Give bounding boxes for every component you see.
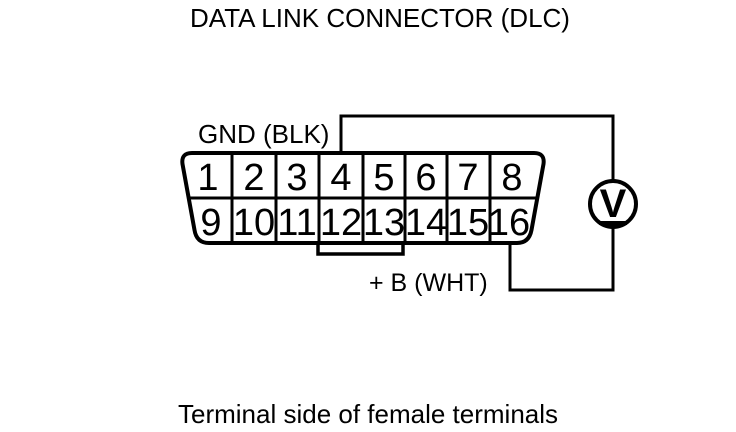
connector-grid xyxy=(188,155,538,241)
pin-7: 7 xyxy=(457,157,478,199)
pin-row-top: 1 2 3 4 5 6 7 8 xyxy=(197,157,522,199)
pin-4: 4 xyxy=(330,157,351,199)
voltmeter-icon: V xyxy=(588,179,638,229)
power-wire xyxy=(508,227,615,292)
pin-16: 16 xyxy=(488,202,530,244)
power-label: + B (WHT) xyxy=(369,269,488,297)
pin-6: 6 xyxy=(415,157,436,199)
diagram-title: DATA LINK CONNECTOR (DLC) xyxy=(190,3,570,33)
pin-1: 1 xyxy=(197,157,218,199)
pin-12: 12 xyxy=(320,202,362,244)
diagram-caption: Terminal side of female terminals xyxy=(178,399,558,429)
pin-2: 2 xyxy=(243,157,264,199)
pin-11: 11 xyxy=(277,202,316,244)
pin-9: 9 xyxy=(200,202,221,244)
pin-10: 10 xyxy=(233,202,275,244)
pin-15: 15 xyxy=(447,202,489,244)
voltmeter-symbol: V xyxy=(600,182,627,226)
gnd-label: GND (BLK) xyxy=(198,119,329,149)
pin-8: 8 xyxy=(501,157,522,199)
pin-3: 3 xyxy=(286,157,307,199)
pin-row-bottom: 9 10 11 12 13 14 15 16 xyxy=(200,202,530,244)
pin-14: 14 xyxy=(405,202,447,244)
connector-keying-tab xyxy=(316,243,405,256)
pin-5: 5 xyxy=(373,157,394,199)
gnd-wire xyxy=(339,114,615,180)
pin-13: 13 xyxy=(363,202,405,244)
voltmeter-circle xyxy=(588,179,638,229)
